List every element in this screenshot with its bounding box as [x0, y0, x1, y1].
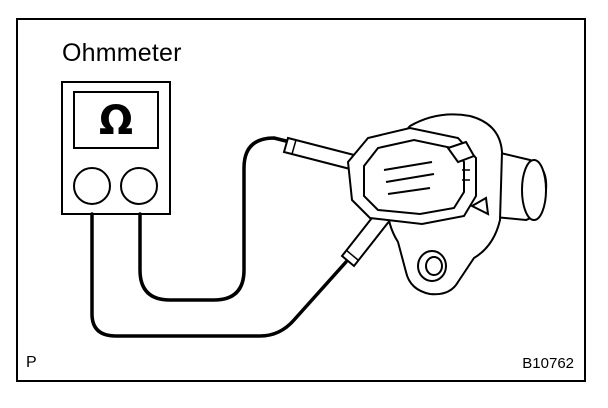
diagram-frame: Ω [16, 18, 586, 382]
ohmmeter-display [73, 91, 159, 149]
ohmmeter-label: Ohmmeter [62, 39, 182, 67]
lead-wire-lower [90, 212, 348, 338]
diagram-canvas: Ω [61, 81, 548, 338]
figure-number: B10762 [522, 355, 574, 372]
terminal-right [120, 167, 158, 205]
ohm-symbol: Ω [99, 98, 133, 144]
terminal-left [73, 167, 111, 205]
corner-code-left: P [26, 354, 37, 371]
sensor [346, 113, 548, 296]
sensor-cylinder-end [521, 159, 547, 221]
lead-wire-upper [138, 136, 292, 302]
ohmmeter: Ω [61, 81, 171, 215]
test-leads [90, 136, 348, 338]
